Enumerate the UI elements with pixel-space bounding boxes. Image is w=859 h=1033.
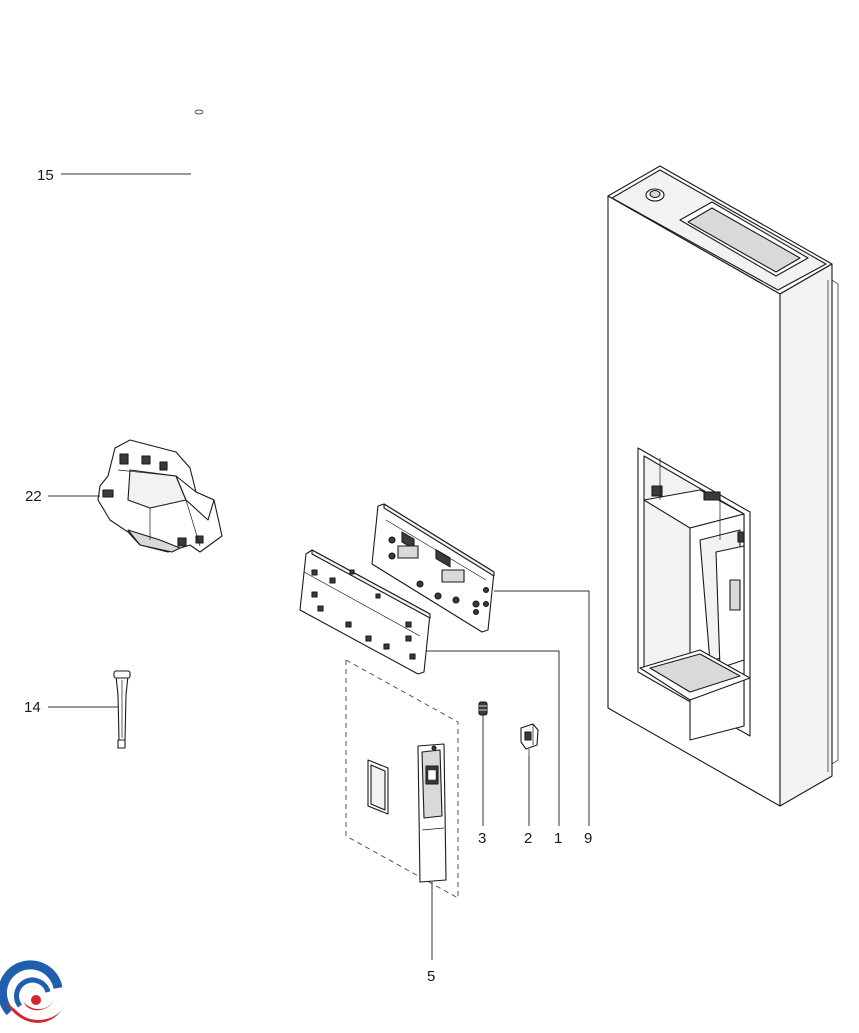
- part-1-display-pcb-cover[interactable]: [299, 549, 431, 675]
- part-15-tube[interactable]: [189, 109, 247, 380]
- leader-1: [426, 650, 560, 826]
- part-2-switch[interactable]: [520, 723, 539, 756]
- callout-15: 15: [37, 167, 54, 184]
- callout-5: 5: [427, 968, 435, 985]
- callout-22: 22: [25, 488, 42, 505]
- callout-3: 3: [478, 830, 486, 847]
- part-3-spring[interactable]: [478, 701, 488, 716]
- refrigerator-door[interactable]: [607, 165, 839, 807]
- callout-9: 9: [584, 830, 592, 847]
- part-22-ice-chute[interactable]: [97, 439, 223, 553]
- callout-14: 14: [24, 699, 41, 716]
- leader-9: [494, 590, 590, 826]
- callout-1: 1: [554, 830, 562, 847]
- brand-logo: [0, 960, 65, 1031]
- part-14-lever-rod[interactable]: [113, 670, 131, 749]
- part-9-control-pcb[interactable]: [371, 503, 495, 633]
- part-5-control-panel-assembly[interactable]: [345, 659, 459, 899]
- callout-2: 2: [524, 830, 532, 847]
